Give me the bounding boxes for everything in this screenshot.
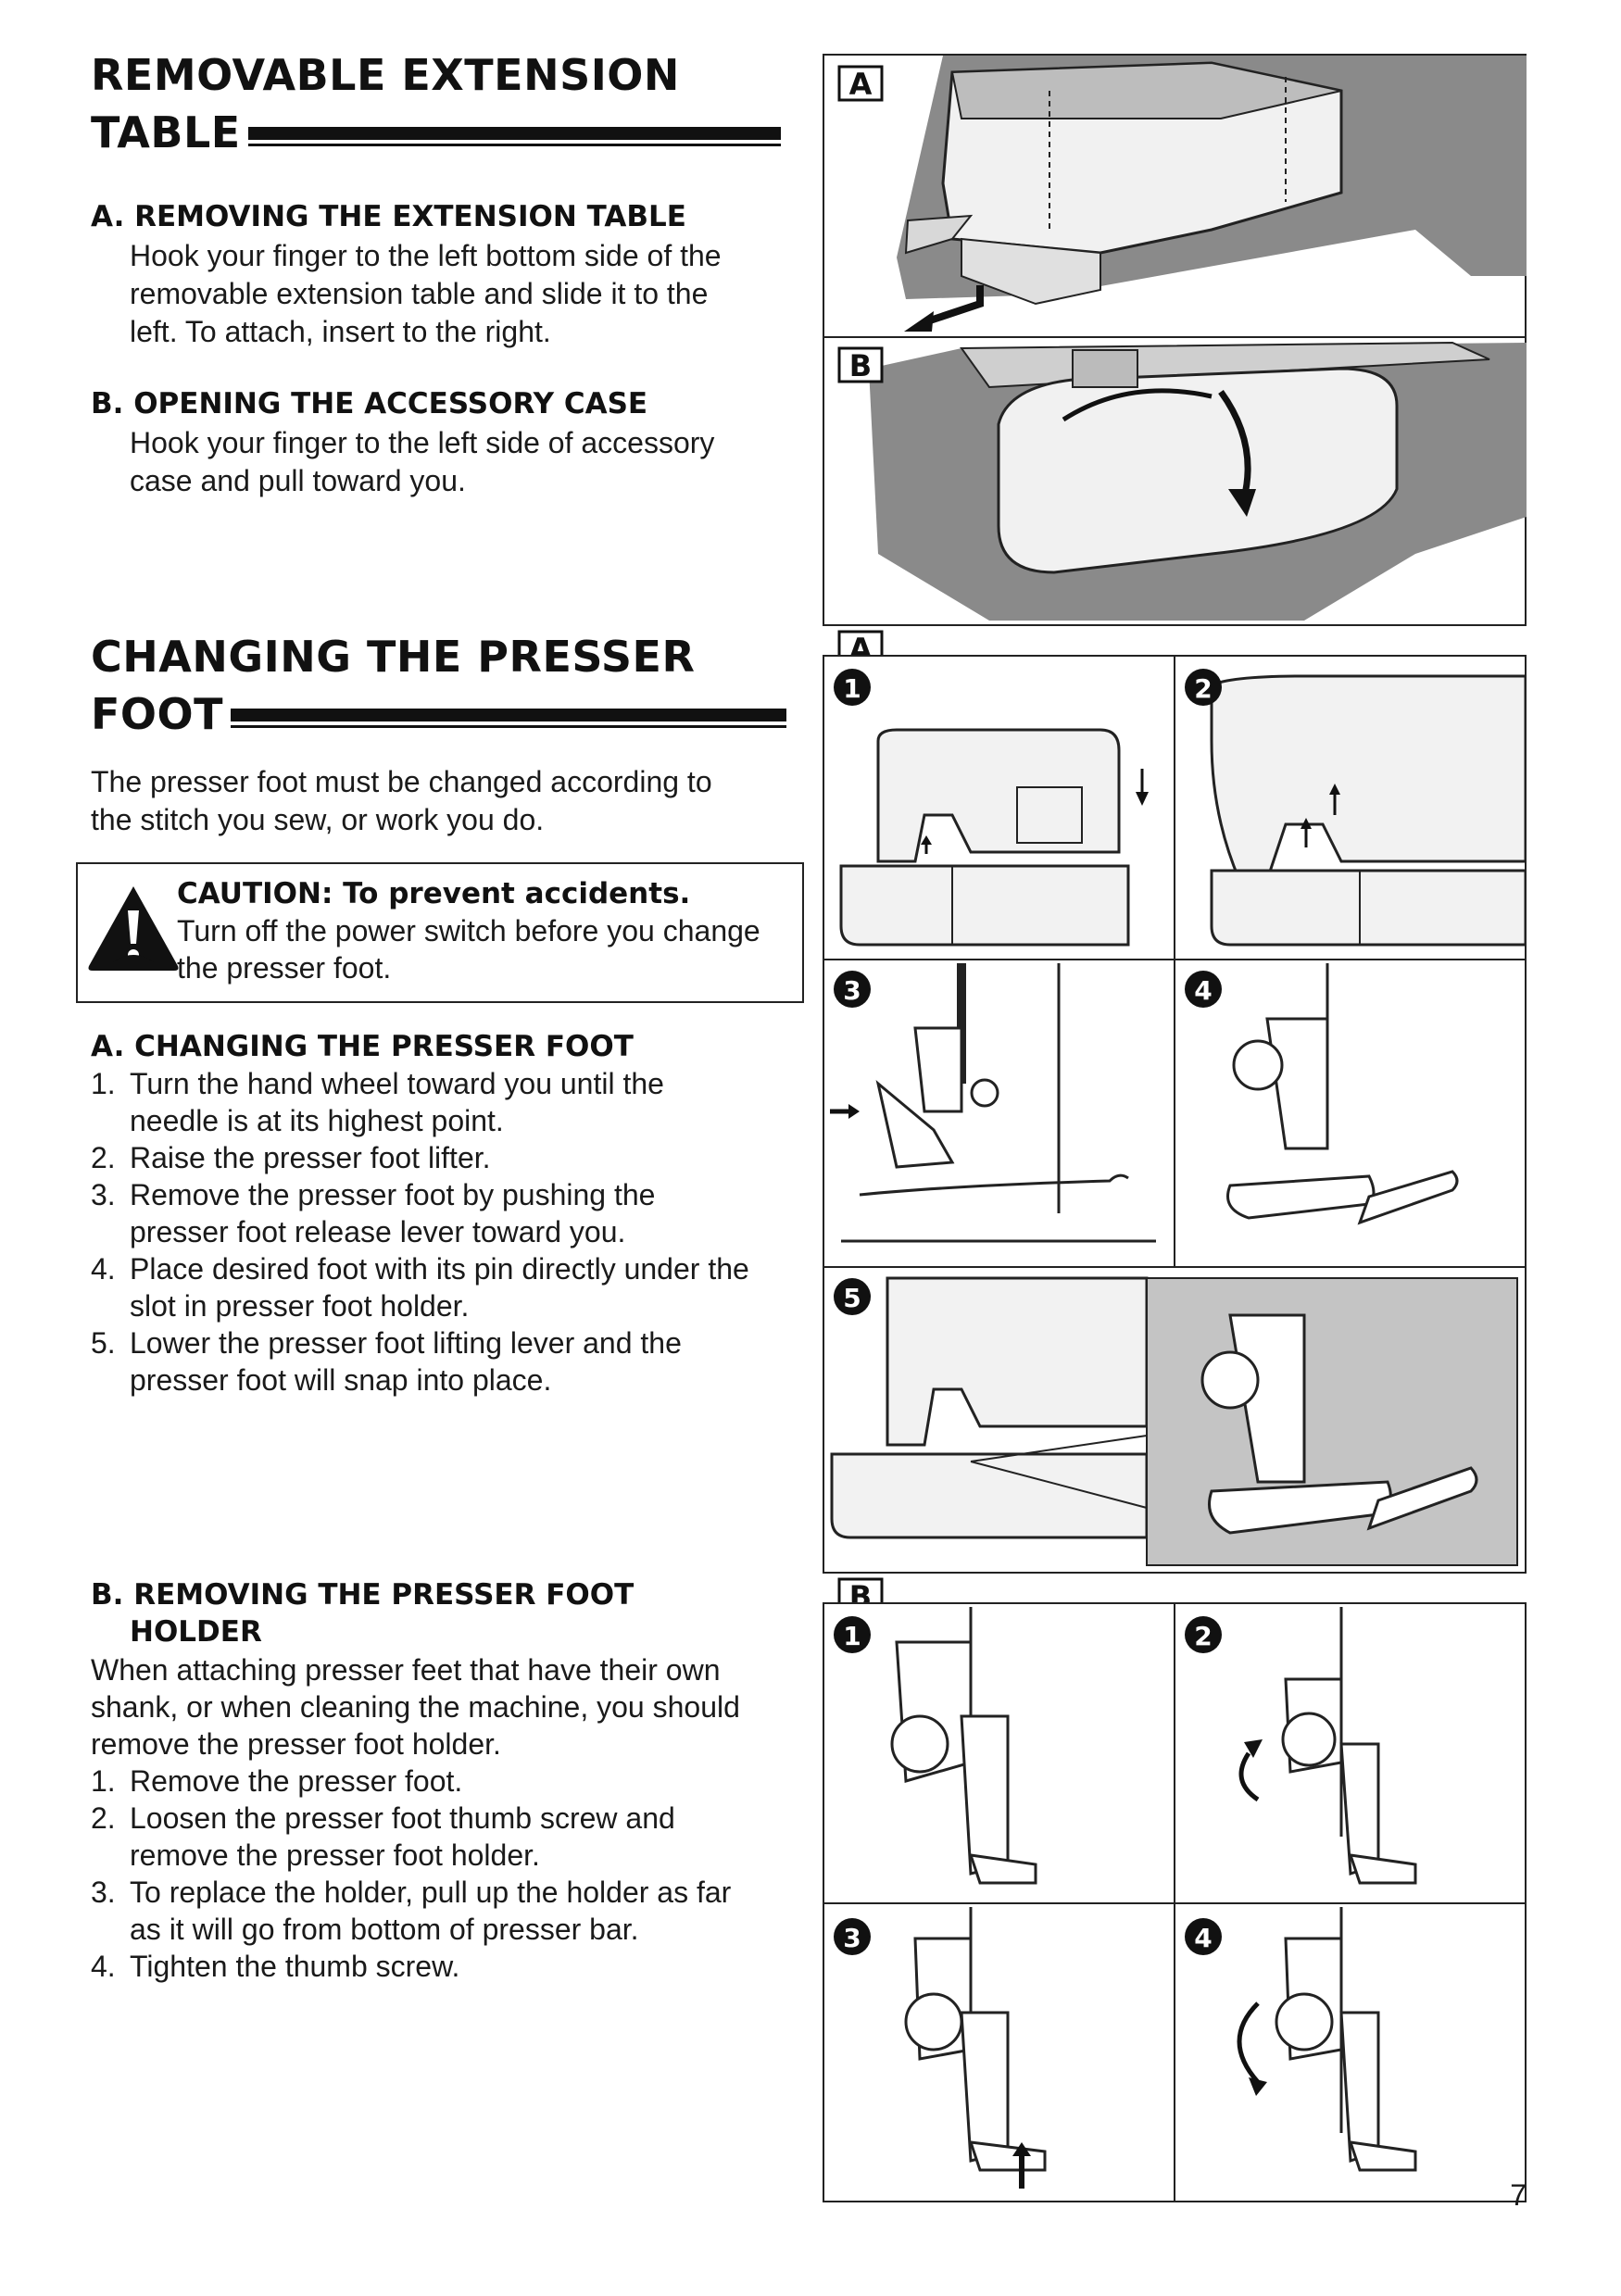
section-title-extension-table: REMOVABLE EXTENSION [91, 50, 680, 100]
extension-table-illustration [897, 56, 1527, 332]
step-badge-4: 4 [1185, 1918, 1222, 1955]
label-a-box [837, 65, 884, 102]
subheading-changing-presser-foot: A. CHANGING THE PRESSER FOOT [91, 1030, 634, 1063]
subheading-removing-extension-table: A. REMOVING THE EXTENSION TABLE [91, 200, 686, 233]
svg-text:1: 1 [843, 673, 861, 704]
caution-title: CAUTION: To prevent accidents. [177, 877, 691, 910]
list-item: 1.Remove the presser foot. [91, 1764, 463, 1798]
presser-foot-attach-illustration [1226, 963, 1459, 1225]
step-badge-4: 4 [1185, 971, 1222, 1008]
list-item: 2.Loosen the presser foot thumb screw an… [91, 1801, 675, 1872]
intro-line: The presser foot must be changed accordi… [91, 765, 712, 798]
caution-box: CAUTION: To prevent accidents. Turn off … [76, 862, 804, 1003]
figure-removing-foot-holder: B 1 2 3 4 [823, 1577, 1527, 2202]
presser-foot-release-illustration [830, 963, 1156, 1243]
holder-illustration-2 [1238, 1607, 1417, 1885]
caution-line: Turn off the power switch before you cha… [177, 914, 760, 947]
steps-list-removing-holder: 1.Remove the presser foot. 2.Loosen the … [91, 1763, 731, 1985]
title-rule [247, 126, 781, 146]
accessory-case-illustration [869, 341, 1527, 621]
step-badge-3: 3 [834, 1918, 871, 1955]
holder-illustration-3 [904, 1907, 1047, 2189]
paragraph-line: Hook your finger to the left side of acc… [130, 426, 715, 459]
svg-text:2: 2 [1194, 1621, 1212, 1651]
step-badge-5: 5 [834, 1278, 871, 1315]
figure-extension-table: A B [823, 54, 1527, 626]
paragraph-line: case and pull toward you. [130, 464, 466, 497]
intro-line: the stitch you sew, or work you do. [91, 803, 545, 836]
step-badge-3: 3 [834, 971, 871, 1008]
subheading-opening-accessory-case: B. OPENING THE ACCESSORY CASE [91, 387, 648, 420]
list-item: 1.Turn the hand wheel toward you until t… [91, 1067, 664, 1137]
section-title-changing-presser-foot-line2: FOOT [91, 685, 787, 743]
list-item: 3.Remove the presser foot by pushing the… [91, 1178, 656, 1248]
list-item: 3.To replace the holder, pull up the hol… [91, 1876, 732, 1946]
svg-text:2: 2 [1194, 673, 1212, 704]
svg-text:1: 1 [843, 1621, 861, 1651]
label-b-box [837, 346, 884, 383]
holder-illustration-1 [890, 1607, 1037, 1885]
paragraph-line: Hook your finger to the left bottom side… [130, 239, 722, 272]
svg-text:4: 4 [1194, 1923, 1212, 1953]
step-badge-2: 2 [1185, 1616, 1222, 1653]
page-number: 7 [1510, 2178, 1527, 2212]
caution-line: the presser foot. [177, 951, 392, 985]
paragraph-line: removable extension table and slide it t… [130, 277, 709, 310]
subheading-removing-presser-foot-holder-line2: HOLDER [130, 1615, 262, 1649]
paragraph-line: When attaching presser feet that have th… [91, 1653, 721, 1687]
figure-label-a: A [849, 67, 873, 102]
svg-text:4: 4 [1194, 975, 1212, 1006]
list-item: 4.Tighten the thumb screw. [91, 1950, 460, 1983]
list-item: 5.Lower the presser foot lifting lever a… [91, 1326, 682, 1397]
paragraph-line: remove the presser foot holder. [91, 1727, 501, 1761]
svg-text:3: 3 [843, 1923, 861, 1953]
subheading-removing-presser-foot-holder: B. REMOVING THE PRESSER FOOT [91, 1578, 635, 1612]
machine-illustration [839, 728, 1149, 947]
figure-changing-presser-foot: A [823, 630, 1527, 1574]
step-badge-1: 1 [834, 1616, 871, 1653]
svg-text:3: 3 [843, 975, 861, 1006]
machine-and-foot-zoom-illustration [830, 1276, 1518, 1566]
svg-text:5: 5 [843, 1283, 861, 1313]
warning-icon [88, 886, 179, 971]
paragraph-line: shank, or when cleaning the machine, you… [91, 1690, 740, 1724]
section-title-extension-table-line2: TABLE [91, 104, 781, 161]
title-rule [231, 708, 787, 728]
machine-closeup-illustration [1210, 674, 1527, 947]
paragraph-line: left. To attach, insert to the right. [130, 315, 551, 348]
step-badge-2: 2 [1185, 669, 1222, 706]
step-badge-1: 1 [834, 669, 871, 706]
section-title-changing-presser-foot: CHANGING THE PRESSER [91, 632, 696, 682]
steps-list-changing-foot: 1.Turn the hand wheel toward you until t… [91, 1065, 749, 1399]
figure-label-b: B [849, 348, 872, 383]
holder-illustration-4 [1237, 1907, 1417, 2172]
list-item: 4.Place desired foot with its pin direct… [91, 1252, 749, 1323]
list-item: 2.Raise the presser foot lifter. [91, 1141, 491, 1174]
